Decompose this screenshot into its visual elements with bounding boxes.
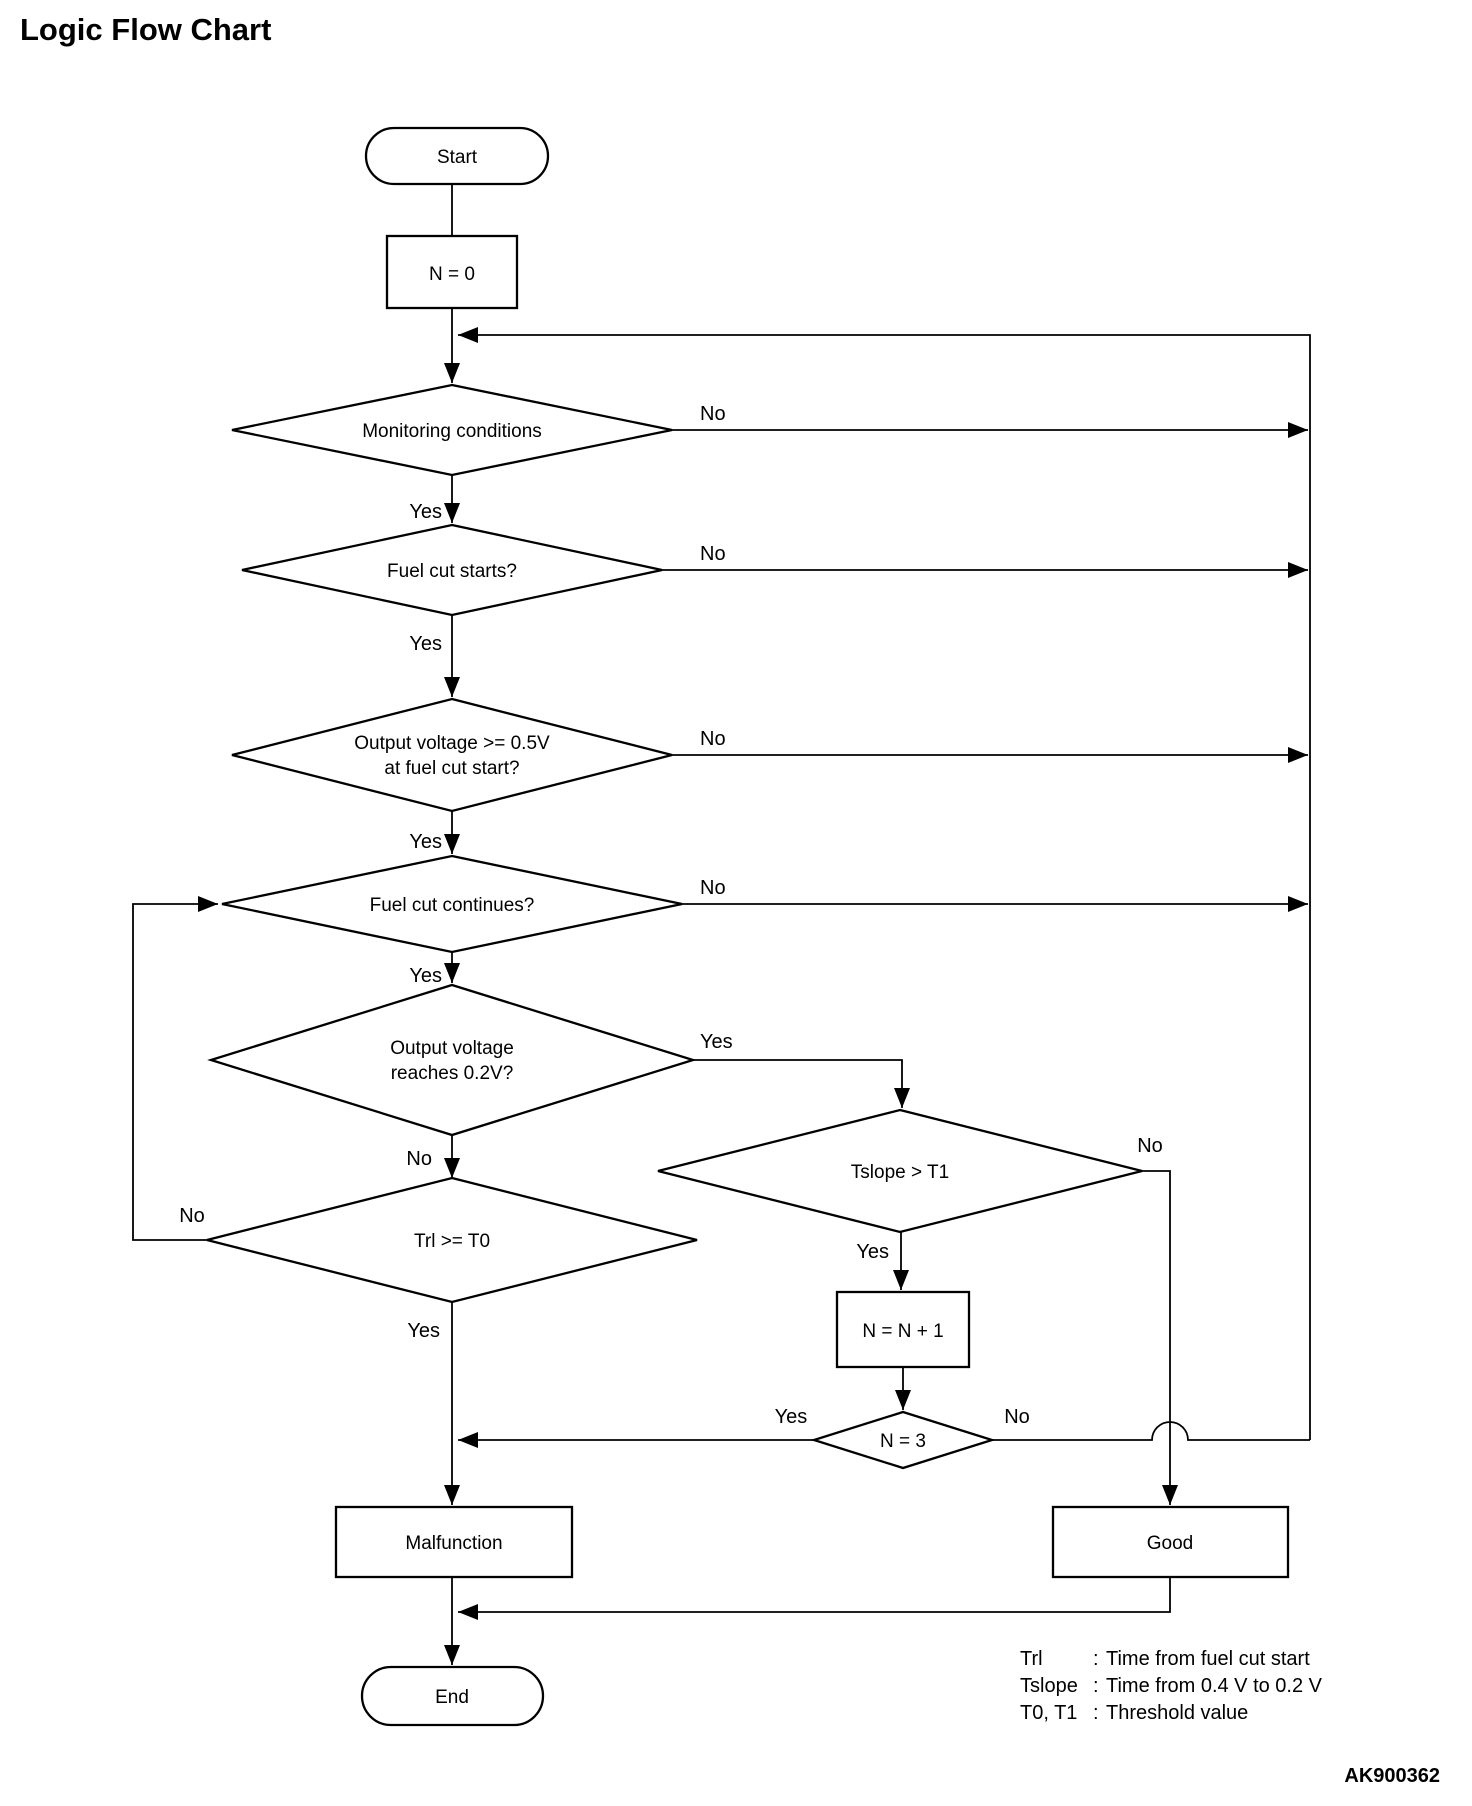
label-tslope-no: No <box>1137 1135 1163 1157</box>
connectors <box>132 184 1311 1665</box>
node-monitoring: Monitoring conditions <box>231 383 673 477</box>
malfunction-label: Malfunction <box>405 1533 502 1554</box>
label-fuel-cut-starts-yes: Yes <box>409 633 442 655</box>
tslope-decision-shape <box>657 1108 1143 1234</box>
edge-trl-no-loop <box>132 896 218 1241</box>
voltage-reaches-label-line2: reaches 0.2V? <box>391 1063 514 1084</box>
page-title: Logic Flow Chart <box>20 12 271 47</box>
legend-term-trl: Trl <box>1020 1648 1043 1670</box>
n-equals-3-label: N = 3 <box>880 1431 926 1452</box>
legend-desc-tslope: Time from 0.4 V to 0.2 V <box>1106 1675 1323 1697</box>
good-process-shape <box>1051 1505 1290 1579</box>
edge-tslope-no <box>1142 1170 1178 1505</box>
trl-decision-shape <box>206 1176 698 1304</box>
label-n-equals-3-yes: Yes <box>775 1406 808 1428</box>
node-trl: Trl >= T0 <box>206 1176 698 1304</box>
monitoring-decision-shape <box>231 383 673 477</box>
edge-voltage-reaches-yes <box>693 1059 910 1108</box>
label-fuel-cut-starts-no: No <box>700 543 726 565</box>
voltage-reaches-label-line1: Output voltage <box>390 1038 514 1059</box>
end-terminator-shape <box>360 1665 545 1727</box>
n-equals-3-decision-shape <box>810 1410 996 1470</box>
label-fuel-cut-continues-no: No <box>700 877 726 899</box>
legend-term-t0-t1: T0, T1 <box>1020 1702 1077 1724</box>
malfunction-process-shape <box>334 1505 574 1579</box>
legend-term-tslope: Tslope <box>1020 1675 1078 1697</box>
figure-code: AK900362 <box>1344 1765 1440 1787</box>
fuel-cut-continues-label: Fuel cut continues? <box>370 895 535 916</box>
legend-colon-2: : <box>1093 1675 1099 1697</box>
start-terminator-shape <box>364 126 550 186</box>
label-monitoring-yes: Yes <box>409 501 442 523</box>
node-n-equals-3: N = 3 <box>810 1410 996 1470</box>
label-trl-yes: Yes <box>407 1320 440 1342</box>
edge-return-rail <box>458 327 1311 1440</box>
legend-desc-t0-t1: Threshold value <box>1106 1702 1248 1724</box>
voltage-at-start-label-line1: Output voltage >= 0.5V <box>354 733 550 754</box>
node-end: End <box>360 1665 545 1727</box>
node-fuel-cut-continues: Fuel cut continues? <box>221 854 683 954</box>
legend-desc-trl: Time from fuel cut start <box>1106 1648 1310 1670</box>
tslope-label: Tslope > T1 <box>851 1162 949 1183</box>
label-monitoring-no: No <box>700 403 726 425</box>
end-label: End <box>435 1687 469 1708</box>
node-malfunction: Malfunction <box>334 1505 574 1579</box>
label-tslope-yes: Yes <box>856 1241 889 1263</box>
branch-labels: No Yes No Yes No Yes No Yes Yes No No Ye… <box>179 403 1163 1428</box>
n-init-label: N = 0 <box>429 264 475 285</box>
node-voltage-at-start: Output voltage >= 0.5V at fuel cut start… <box>231 697 673 813</box>
edge-good-join <box>458 1577 1171 1620</box>
label-voltage-reaches-no: No <box>406 1148 432 1170</box>
fuel-cut-starts-decision-shape <box>241 523 663 617</box>
label-voltage-at-start-yes: Yes <box>409 831 442 853</box>
n-init-process-shape <box>385 234 519 310</box>
voltage-at-start-label-line2: at fuel cut start? <box>384 758 519 779</box>
node-n-increment: N = N + 1 <box>835 1290 971 1369</box>
legend-colon-1: : <box>1093 1648 1099 1670</box>
fuel-cut-starts-label: Fuel cut starts? <box>387 561 517 582</box>
node-voltage-reaches: Output voltage reaches 0.2V? <box>207 983 697 1137</box>
fuel-cut-continues-decision-shape <box>221 854 683 954</box>
legend-colon-3: : <box>1093 1702 1099 1724</box>
node-fuel-cut-starts: Fuel cut starts? <box>241 523 663 617</box>
label-voltage-at-start-no: No <box>700 728 726 750</box>
node-n-init: N = 0 <box>385 234 519 310</box>
node-tslope: Tslope > T1 <box>657 1108 1143 1234</box>
legend: Trl : Time from fuel cut start Tslope : … <box>1020 1648 1323 1724</box>
trl-label: Trl >= T0 <box>414 1231 490 1252</box>
label-trl-no: No <box>179 1205 205 1227</box>
voltage-at-start-decision-shape <box>231 697 673 813</box>
label-n-equals-3-no: No <box>1004 1406 1030 1428</box>
edge-n-equals-3-no <box>992 1421 1310 1441</box>
label-voltage-reaches-yes: Yes <box>700 1031 733 1053</box>
monitoring-label: Monitoring conditions <box>362 421 542 442</box>
n-increment-label: N = N + 1 <box>862 1321 943 1342</box>
node-start: Start <box>364 126 550 186</box>
start-label: Start <box>437 147 478 168</box>
label-fuel-cut-continues-yes: Yes <box>409 965 442 987</box>
good-label: Good <box>1147 1533 1193 1554</box>
n-increment-process-shape <box>835 1290 971 1369</box>
voltage-reaches-decision-shape <box>207 983 697 1137</box>
node-good: Good <box>1051 1505 1290 1579</box>
